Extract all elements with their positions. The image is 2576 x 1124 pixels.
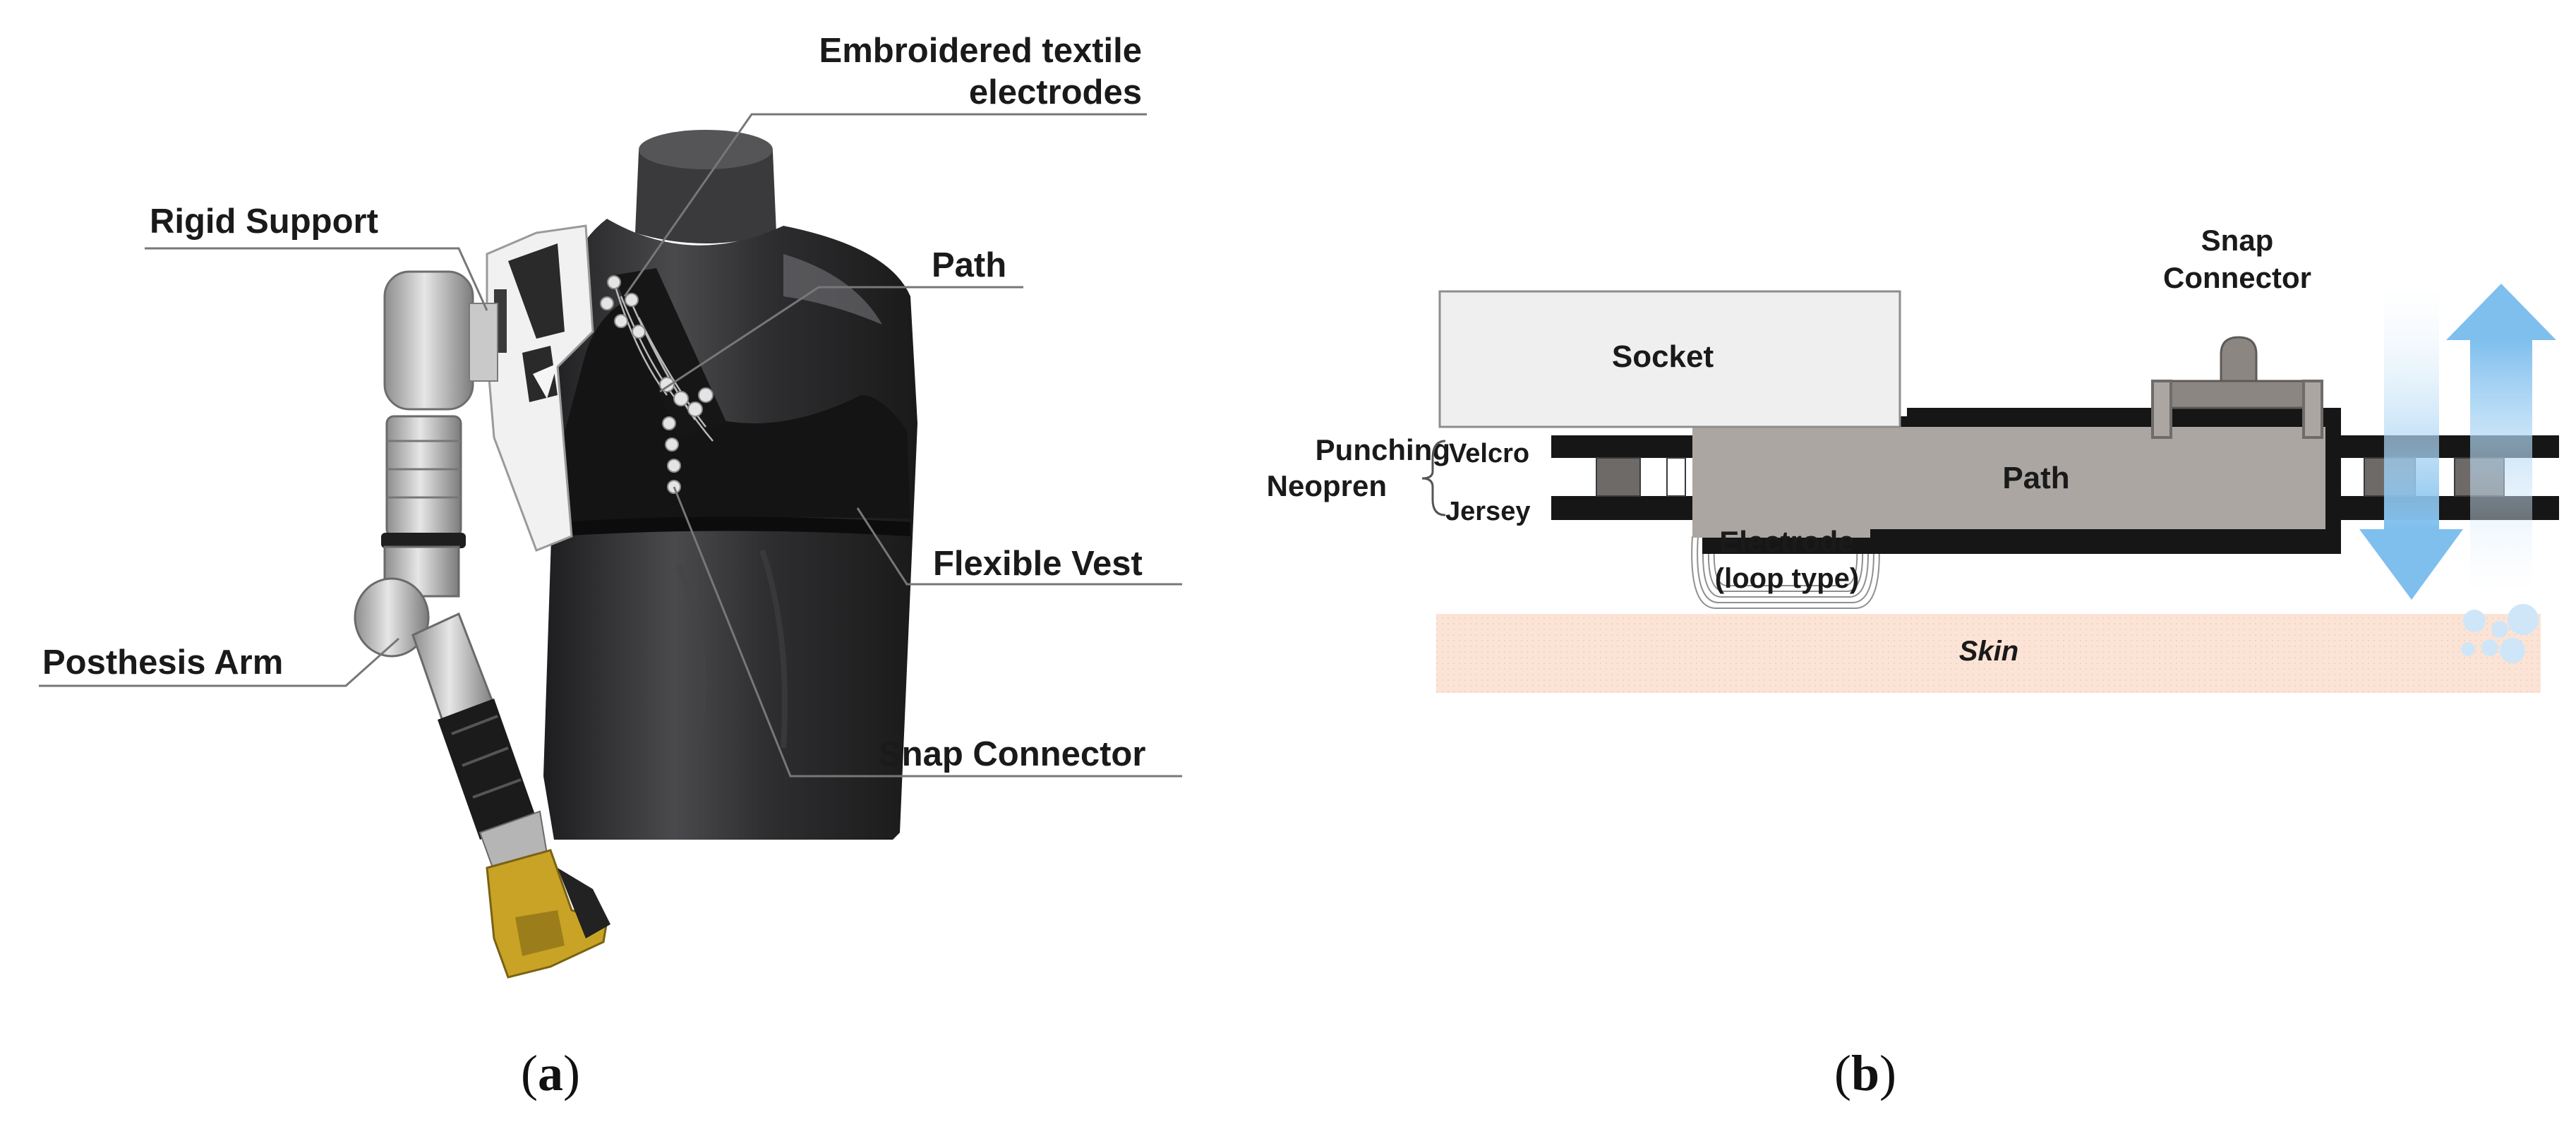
- arrow-down-head: [2359, 529, 2463, 600]
- caption-b-letter: b: [1851, 1045, 1879, 1101]
- label-socket: Socket: [1612, 339, 1714, 374]
- airflow-arrows: [2359, 284, 2556, 663]
- label-embroidered-line2: electrodes: [969, 73, 1142, 111]
- label-prosthesis-arm: Posthesis Arm: [42, 643, 283, 682]
- label-embroidered-line1: Embroidered textile: [819, 32, 1142, 70]
- moisture-droplets: [2461, 604, 2539, 663]
- label-skin: Skin: [1959, 636, 2018, 667]
- label-path-a: Path: [932, 246, 1006, 284]
- snap-connector-shape: [2151, 336, 2323, 439]
- brace: [1421, 440, 1446, 516]
- caption-a: (a): [521, 1045, 580, 1101]
- rigid-support: [486, 224, 594, 552]
- label-electrode-line1: Electrode: [1719, 525, 1854, 558]
- labels-a: Embroidered textile electrodes Rigid Sup…: [42, 32, 1145, 773]
- label-flexible-vest: Flexible Vest: [933, 545, 1143, 583]
- label-electrode-line2: (loop type): [1715, 563, 1859, 594]
- caption-a-letter: a: [538, 1045, 563, 1101]
- leader-lines-a: [39, 113, 1182, 778]
- skin-layer: [1436, 614, 2541, 693]
- label-snap-connector-a: Snap Connector: [879, 735, 1145, 773]
- label-snap-line1: Snap: [2201, 224, 2274, 257]
- label-jersey: Jersey: [1445, 497, 1530, 526]
- caption-b: (b): [1834, 1045, 1896, 1101]
- prosthesis-arm: [354, 270, 610, 979]
- arrow-up-head: [2446, 284, 2556, 340]
- panel-b: Skin Path Electrode (loop: [1267, 224, 2559, 1101]
- socket-box: [1438, 290, 1901, 428]
- arrow-up-shaft: [2470, 340, 2532, 594]
- label-punching-line2: Neopren: [1267, 469, 1387, 502]
- arrow-down-shaft: [2384, 286, 2439, 529]
- path-block: Path Electrode (loop type): [1692, 408, 2341, 594]
- panel-a: Embroidered textile electrodes Rigid Sup…: [39, 32, 1182, 1101]
- electrode-loops: [1691, 536, 1880, 609]
- label-rigid-support: Rigid Support: [150, 203, 378, 241]
- label-velcro: Velcro: [1449, 439, 1529, 469]
- label-path-b: Path: [2002, 461, 2069, 495]
- textile-electrodes: [600, 275, 714, 494]
- label-punching-line1: Punching: [1316, 433, 1450, 466]
- label-snap-line2: Connector: [2163, 261, 2311, 294]
